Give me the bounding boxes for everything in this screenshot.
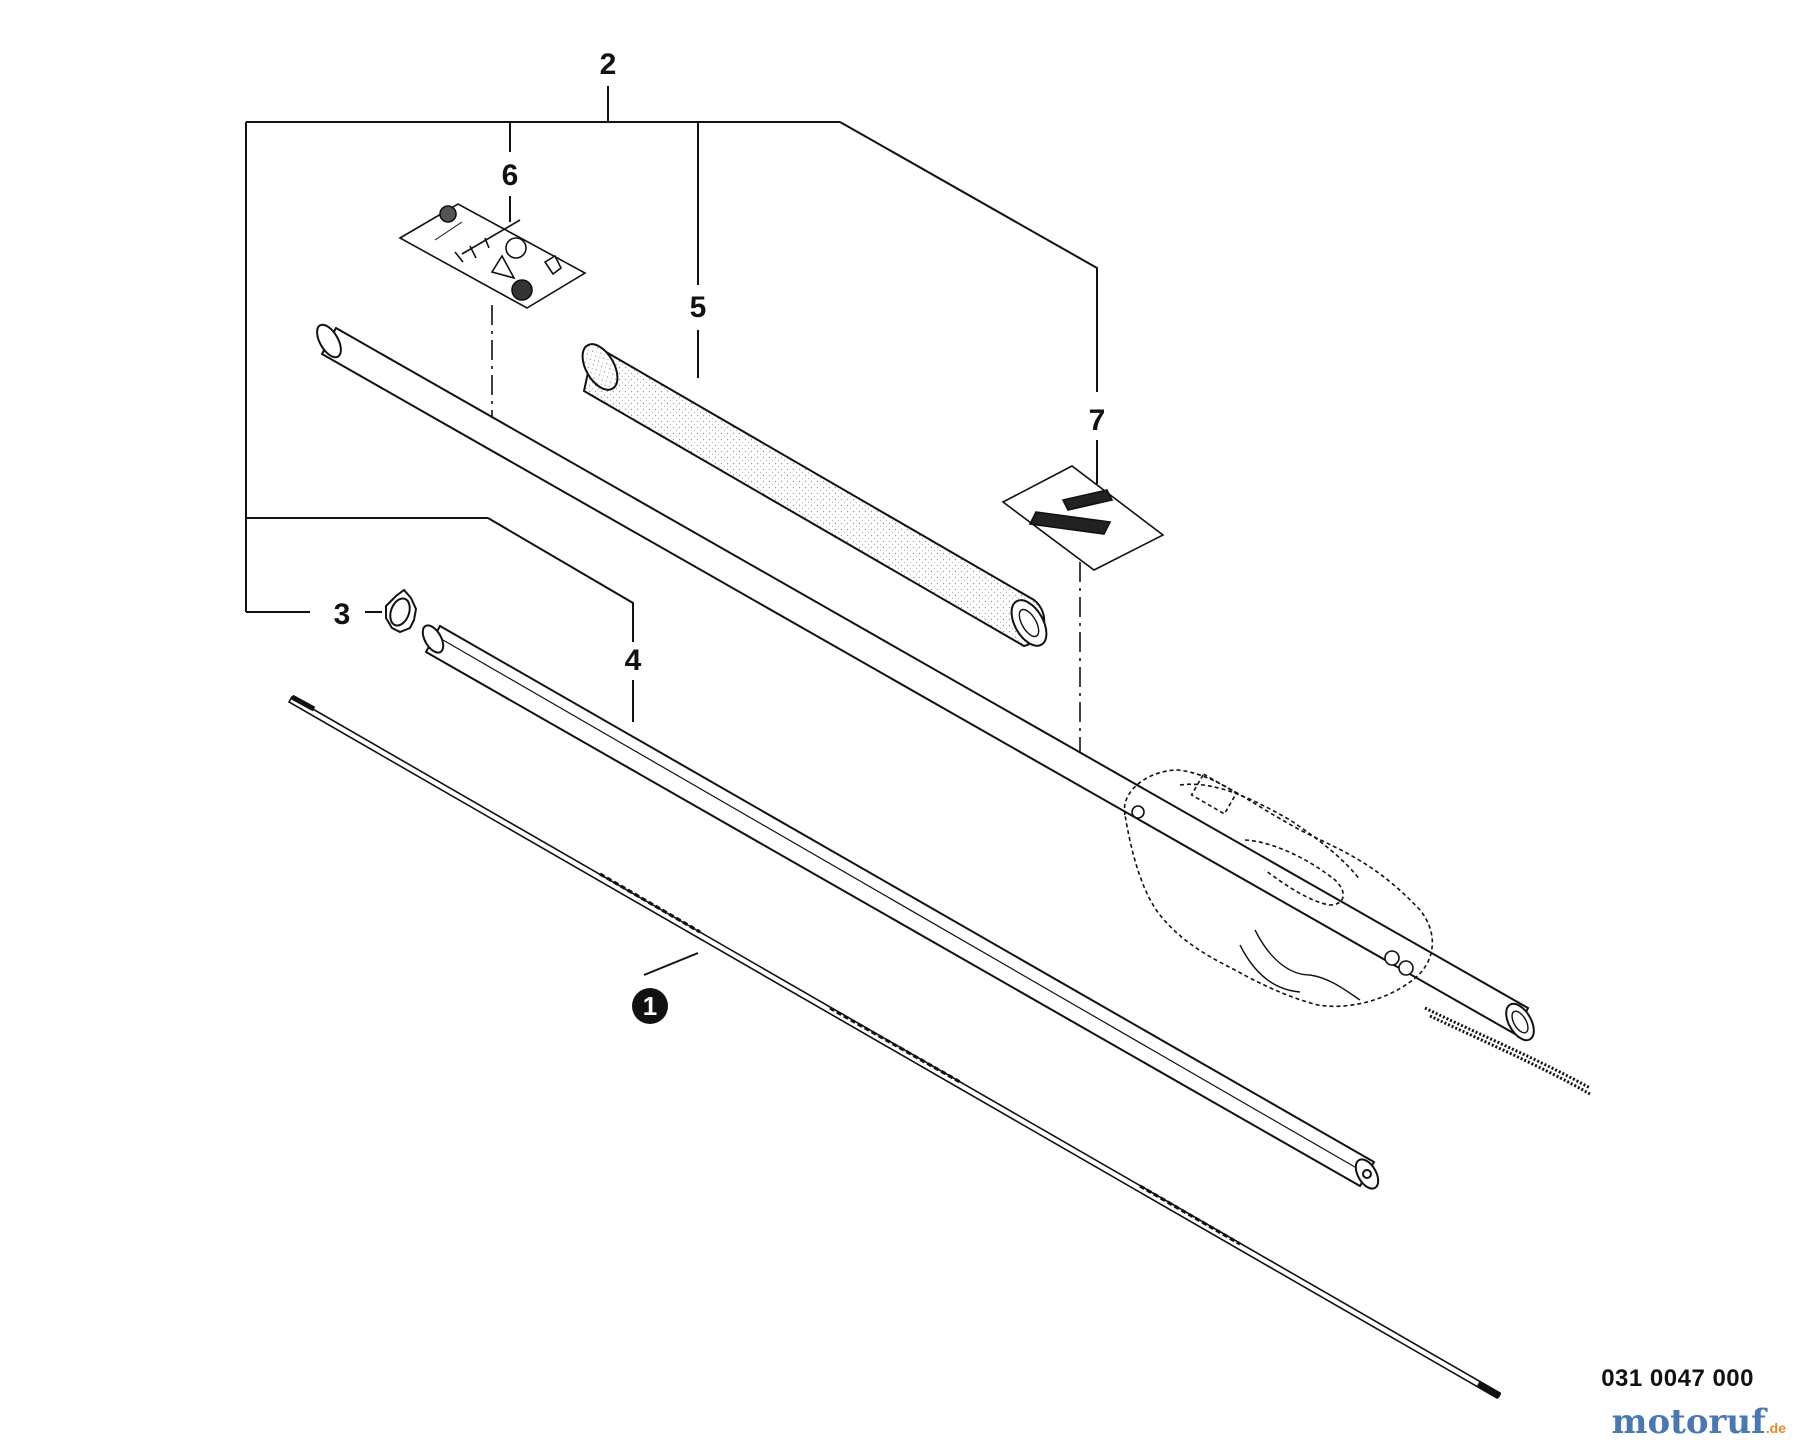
callout-5: 5 (690, 291, 707, 324)
callout-1: 1 (643, 991, 657, 1021)
outer-tube-part (316, 323, 1535, 1042)
callout-6: 6 (502, 159, 519, 192)
liner-part (421, 624, 1380, 1190)
lock-washer-part (385, 588, 418, 634)
alignment-lines (491, 305, 1081, 770)
foam-grip-part (581, 343, 1048, 648)
leader-lines (245, 86, 1098, 976)
callout-2: 2 (600, 48, 617, 81)
watermark: motoruf.de (1611, 1402, 1786, 1442)
decal-part (1001, 465, 1165, 571)
callout-1-marker (632, 988, 668, 1024)
handle-housing (1123, 769, 1434, 1008)
handle-fittings (1131, 805, 1414, 976)
throttle-cable (1239, 929, 1591, 1096)
callouts: 1 2 3 4 5 6 7 (334, 48, 1106, 1024)
callout-3: 3 (334, 598, 351, 631)
drive-shaft-part (287, 694, 1502, 1400)
document-number: 031 0047 000 (1601, 1365, 1754, 1392)
warning-label-part (398, 203, 587, 309)
callout-4: 4 (625, 644, 642, 677)
watermark-main: motoruf (1611, 1402, 1766, 1442)
callout-7: 7 (1089, 404, 1106, 437)
watermark-tld: .de (1765, 1420, 1786, 1436)
